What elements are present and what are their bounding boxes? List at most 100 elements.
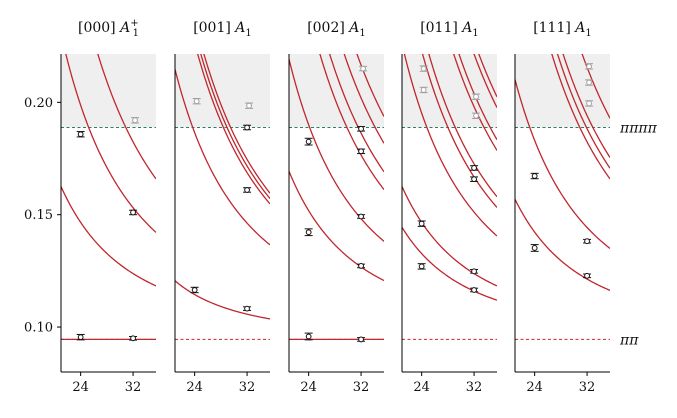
x-tick-label: 24 [526,380,543,395]
data-point [417,220,426,227]
energy-curve [61,186,156,287]
data-point [583,272,592,279]
data-point [304,228,313,237]
data-point [583,238,592,245]
data-point-inactive [585,63,594,70]
energy-curve [197,54,270,205]
data-point-inactive [359,65,368,72]
energy-curve [515,79,610,249]
energy-curve [402,226,497,301]
energy-curve [97,54,156,180]
energy-curve [65,54,156,233]
data-point [357,125,366,132]
data-point [243,187,252,193]
data-point [470,165,479,171]
data-point-inactive [245,102,254,109]
energy-curve [515,198,610,291]
data-point-inactive [419,86,428,94]
energy-curve [175,69,270,246]
y-tick-label: 0.10 [24,321,53,336]
energy-curve [428,54,497,198]
threshold-label-1: ππ [619,332,639,348]
data-point [190,286,199,294]
inelastic-region [175,54,270,128]
data-point-inactive [472,112,481,119]
data-point-inactive [585,79,594,86]
panel-1: 24 32 [001] A1 [174,20,270,395]
energy-curve [556,54,610,169]
data-point [530,244,539,252]
panel-title: [000] A+1 [78,18,139,39]
energy-curve [289,58,384,242]
data-point-inactive [419,65,428,72]
panel-plot-area [61,54,156,341]
energy-curve [403,54,497,237]
threshold-label-0: ππππ [619,120,658,136]
energy-curve [473,54,497,108]
panel-4: 24 32 [111] A1 [514,20,610,395]
energy-curve [551,54,610,180]
data-point [470,268,479,275]
energy-curve [200,54,270,199]
data-point-inactive [192,97,201,105]
energy-curve [458,54,497,141]
data-point [243,124,252,131]
energy-curve [175,280,270,320]
energy-curve [562,54,610,158]
x-tick-label: 24 [186,380,203,395]
panel-0: 24 32 [000] A+1 [60,18,156,395]
energy-curve [478,54,497,98]
x-tick-label: 32 [466,380,483,395]
data-point-inactive [472,93,481,100]
data-point [417,263,426,270]
data-point [129,209,138,216]
panel-plot-area [175,54,270,340]
x-tick-label: 32 [579,380,596,395]
panel-title: [011] A1 [420,20,479,39]
y-tick-label: 0.20 [24,96,53,111]
energy-curve [328,54,384,173]
panel-title: [002] A1 [307,20,366,39]
energy-curve [289,170,384,282]
data-point [357,336,366,343]
data-point [76,131,85,138]
y-tick-label: 0.15 [24,208,53,223]
panel-title: [001] A1 [193,20,252,39]
data-point [243,305,252,312]
data-point [470,176,479,183]
inelastic-region [61,54,156,128]
energy-curve [453,54,497,151]
data-point [470,287,479,293]
data-point-inactive [131,117,140,124]
panel-plot-area [289,54,384,341]
panel-plot-area [402,54,497,340]
panel-3: 24 32 [011] A1 [401,20,497,395]
energy-curve [319,54,384,191]
data-point [530,172,539,180]
x-tick-label: 24 [300,380,317,395]
x-tick-label: 32 [353,380,370,395]
energy-curve [356,54,384,117]
data-point [76,333,85,341]
panel-title: [111] A1 [533,20,592,39]
energy-curve [343,54,384,144]
x-tick-label: 32 [239,380,256,395]
energy-curve [203,54,270,194]
panel-plot-area [515,54,610,340]
inelastic-region [515,54,610,128]
x-tick-label: 32 [125,380,142,395]
panel-2: 24 32 [002] A1 [288,20,384,395]
data-point [357,263,366,269]
energy-curve [402,186,497,287]
x-tick-label: 24 [72,380,89,395]
data-point [304,137,313,146]
energy-curve [421,54,497,208]
data-point [357,213,366,220]
data-point [304,332,313,341]
data-point [357,148,366,155]
data-point-inactive [585,100,594,107]
energy-curve [581,54,610,119]
x-tick-label: 24 [413,380,430,395]
data-point [129,335,138,342]
